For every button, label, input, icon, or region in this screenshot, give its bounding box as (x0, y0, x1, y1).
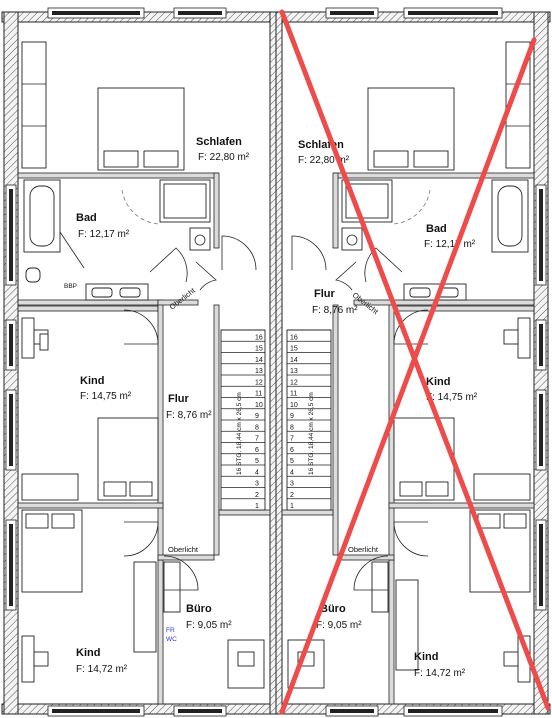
stair-spec: 16 STG. 18,44 cm x 26,5 cm (308, 392, 315, 475)
strike-through-cross (279, 9, 551, 715)
stair-step-number: 13 (255, 368, 263, 375)
wc-label: WC (166, 636, 177, 643)
room-area-schlafen: F: 22,80 m² (198, 152, 250, 163)
room-area-flur: F: 8,76 m² (312, 305, 358, 316)
room-area-kind: F: 14,75 m² (426, 392, 478, 403)
room-name-kind: Kind (76, 647, 100, 659)
stair-step-number: 7 (255, 436, 259, 443)
room-name-bad: Bad (76, 212, 97, 224)
stair-step-number: 9 (290, 413, 294, 420)
stair-step-number: 12 (290, 379, 298, 386)
toilet (341, 227, 363, 251)
stair-step-number: 8 (255, 424, 259, 431)
stair-step-number: 5 (290, 458, 294, 465)
stair-step-number: 14 (290, 357, 298, 364)
room-name-flur: Flur (168, 393, 189, 405)
stair-step-number: 13 (290, 368, 298, 375)
room-name-schlafen: Schlafen (196, 136, 242, 148)
room-name-buero: Büro (186, 603, 212, 615)
room-name-kind: Kind (80, 375, 104, 387)
stair-step-number: 15 (255, 346, 263, 353)
stair-step-number: 4 (290, 469, 294, 476)
room-name-buero: Büro (320, 603, 346, 615)
stair-step-number: 7 (290, 436, 294, 443)
toilet (189, 227, 211, 251)
room-name-flur: Flur (314, 288, 335, 300)
room-name-bad: Bad (426, 223, 447, 235)
stair-step-number: 4 (255, 469, 259, 476)
windows (5, 7, 547, 717)
oberlicht-label: Oberlicht (348, 545, 379, 554)
stair-step-number: 10 (290, 402, 298, 409)
stair-step-number: 8 (290, 424, 294, 431)
room-area-kind: F: 14,72 m² (414, 668, 466, 679)
stair-step-number: 6 (255, 447, 259, 454)
stair-spec: 16 STG. 18,44 cm x 26,5 cm (236, 392, 243, 475)
stair-step-number: 15 (290, 346, 298, 353)
oberlicht-label: Oberlicht (168, 285, 198, 311)
left-furniture (21, 41, 265, 689)
right-interior-walls (281, 172, 535, 705)
stair-step-number: 11 (255, 391, 262, 398)
room-area-kind: F: 14,75 m² (80, 391, 132, 402)
stair-step-number: 2 (290, 492, 294, 499)
room-area-kind: F: 14,72 m² (76, 664, 128, 675)
room-name-kind: Kind (414, 651, 438, 663)
room-name-kind: Kind (426, 376, 450, 388)
room-area-schlafen: F: 22,80 m² (298, 155, 350, 166)
room-area-bad: F: 12,17 m² (78, 229, 130, 240)
room-area-buero: F: 9,05 m² (186, 620, 232, 631)
room-area-buero: F: 9,05 m² (316, 620, 362, 631)
stair-step-number: 12 (255, 379, 263, 386)
stair-step-number: 11 (290, 391, 297, 398)
stair-step-number: 9 (255, 413, 259, 420)
stair-step-number: 6 (290, 447, 294, 454)
room-area-flur: F: 8,76 m² (166, 410, 212, 421)
stair-step-number: 16 (290, 334, 298, 341)
stair-step-number: 16 (255, 334, 263, 341)
stair-step-number: 1 (290, 503, 294, 510)
stair-step-number: 3 (255, 481, 259, 488)
fr-label: FR (166, 627, 175, 634)
stair-step-number: 5 (255, 458, 259, 465)
stair-step-number: 10 (255, 402, 263, 409)
stair-step-number: 1 (255, 503, 259, 510)
stair-step-number: 3 (290, 481, 294, 488)
stair-step-number: 14 (255, 357, 263, 364)
stair-step-number: 2 (255, 492, 259, 499)
left-interior-walls (17, 172, 271, 705)
oberlicht-label: Oberlicht (168, 545, 199, 554)
room-name-schlafen: Schlafen (298, 139, 344, 151)
bbp-label: BBP (64, 283, 77, 290)
room-area-bad: F: 12,17 m² (424, 239, 476, 250)
